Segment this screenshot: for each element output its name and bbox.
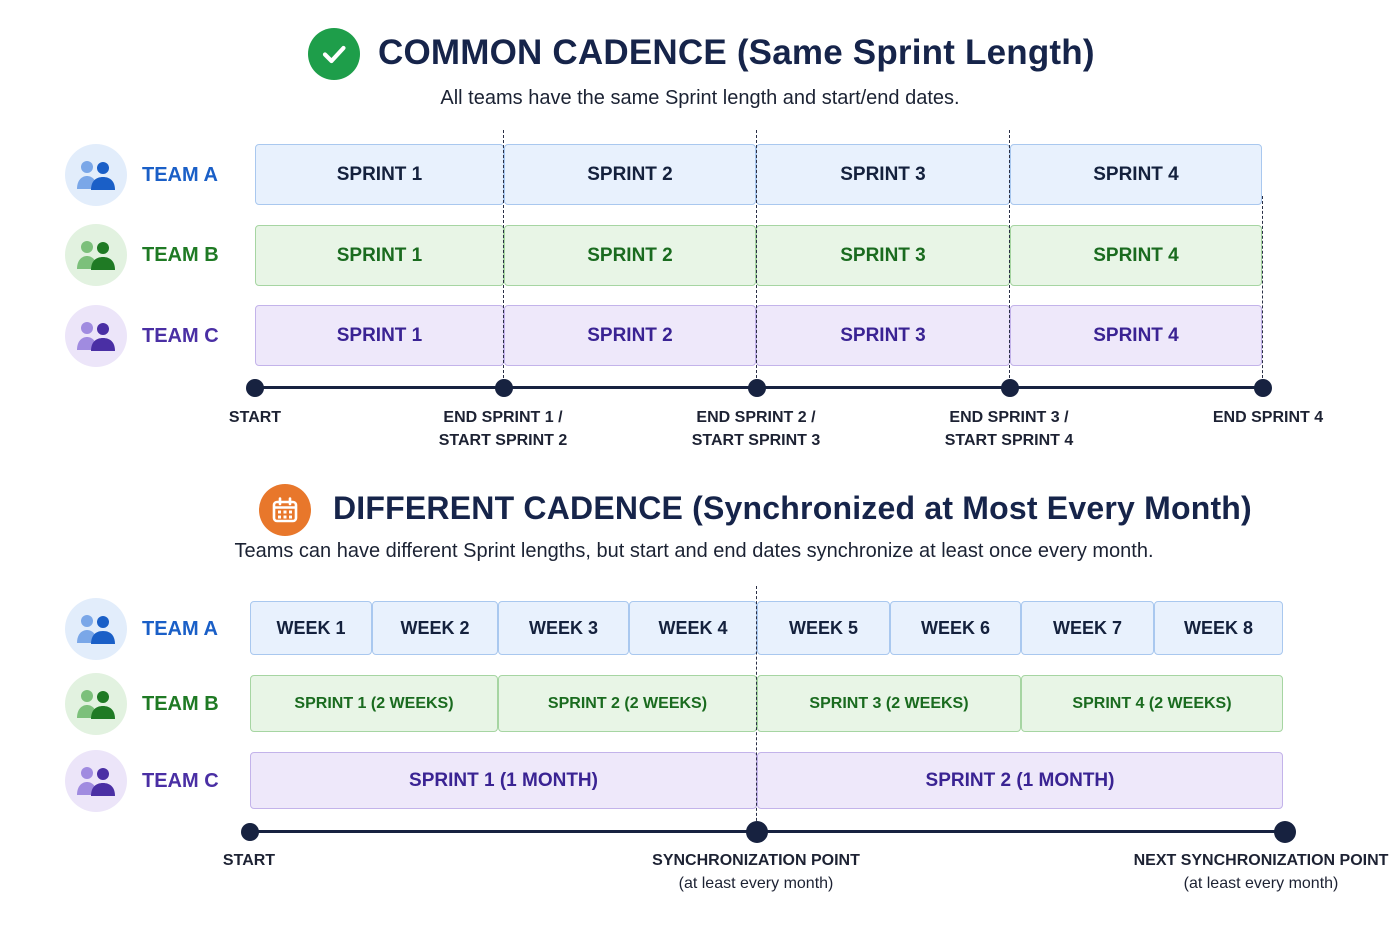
sprint-boundary-line [756, 130, 757, 388]
timeline-label-next-sync-point: NEXT SYNCHRONIZATION POINT (at least eve… [1133, 852, 1389, 892]
team-b-sprint-3: SPRINT 3 (2 WEEKS) [757, 675, 1021, 732]
team-b-label: TEAM B [142, 244, 219, 266]
timeline-point [748, 379, 766, 397]
team-icon [77, 241, 115, 270]
sprint-boundary-line [503, 130, 504, 388]
team-a-week-2: WEEK 2 [372, 601, 498, 655]
team-a-week-6: WEEK 6 [890, 601, 1021, 655]
team-a-sprint-3: SPRINT 3 [756, 144, 1010, 205]
team-b-label: TEAM B [142, 693, 219, 715]
timeline-point [246, 379, 264, 397]
different-cadence-subtitle: Teams can have different Sprint lengths,… [234, 540, 1154, 562]
team-c-sprint-4: SPRINT 4 [1010, 305, 1262, 366]
timeline-point [1001, 379, 1019, 397]
team-b-sprint-2: SPRINT 2 [504, 225, 756, 286]
common-cadence-title: COMMON CADENCE (Same Sprint Length) [378, 33, 1095, 72]
team-a-avatar [65, 144, 127, 206]
team-c-label: TEAM C [142, 325, 219, 347]
team-c-sprint-2: SPRINT 2 (1 MONTH) [757, 752, 1283, 809]
team-b-sprint-2: SPRINT 2 (2 WEEKS) [498, 675, 757, 732]
sprint-boundary-line [1262, 196, 1263, 388]
team-a-sprint-1: SPRINT 1 [255, 144, 504, 205]
team-a-label: TEAM A [142, 164, 218, 186]
team-c-avatar [65, 750, 127, 812]
team-a-week-4: WEEK 4 [629, 601, 757, 655]
check-circle-icon [308, 28, 360, 80]
timeline-point [495, 379, 513, 397]
common-cadence-subtitle: All teams have the same Sprint length an… [440, 87, 960, 109]
team-b-sprint-1: SPRINT 1 (2 WEEKS) [250, 675, 498, 732]
timeline-label-end-sprint-4: END SPRINT 4 [1212, 409, 1324, 426]
team-a-week-1: WEEK 1 [250, 601, 372, 655]
team-c-avatar [65, 305, 127, 367]
team-icon [77, 690, 115, 719]
timeline-label-start: START [222, 852, 276, 869]
team-b-sprint-3: SPRINT 3 [756, 225, 1010, 286]
team-c-sprint-1: SPRINT 1 (1 MONTH) [250, 752, 757, 809]
team-icon [77, 615, 115, 644]
team-a-sprint-4: SPRINT 4 [1010, 144, 1262, 205]
timeline-label-end-sprint-1: END SPRINT 1 /START SPRINT 2 [438, 409, 568, 449]
timeline-label-end-sprint-3: END SPRINT 3 /START SPRINT 4 [944, 409, 1074, 449]
timeline-label-sync-point: SYNCHRONIZATION POINT (at least every mo… [652, 852, 860, 892]
team-b-sprint-1: SPRINT 1 [255, 225, 504, 286]
team-icon [77, 161, 115, 190]
team-icon [77, 322, 115, 351]
team-b-sprint-4: SPRINT 4 (2 WEEKS) [1021, 675, 1283, 732]
team-a-avatar [65, 598, 127, 660]
team-c-sprint-2: SPRINT 2 [504, 305, 756, 366]
timeline-point [1254, 379, 1272, 397]
team-a-week-5: WEEK 5 [757, 601, 890, 655]
timeline-point [1274, 821, 1296, 843]
team-c-sprint-1: SPRINT 1 [255, 305, 504, 366]
timeline-point [746, 821, 768, 843]
team-icon [77, 767, 115, 796]
calendar-icon [259, 484, 311, 536]
team-b-avatar [65, 673, 127, 735]
timeline-label-start: START [228, 409, 282, 426]
timeline-point [241, 823, 259, 841]
team-a-week-3: WEEK 3 [498, 601, 629, 655]
team-a-week-8: WEEK 8 [1154, 601, 1283, 655]
team-b-sprint-4: SPRINT 4 [1010, 225, 1262, 286]
team-a-label: TEAM A [142, 618, 218, 640]
team-b-avatar [65, 224, 127, 286]
different-cadence-title: DIFFERENT CADENCE (Synchronized at Most … [333, 490, 1252, 526]
timeline-label-end-sprint-2: END SPRINT 2 /START SPRINT 3 [691, 409, 821, 449]
team-a-sprint-2: SPRINT 2 [504, 144, 756, 205]
sprint-boundary-line [1009, 130, 1010, 388]
team-a-week-7: WEEK 7 [1021, 601, 1154, 655]
team-c-sprint-3: SPRINT 3 [756, 305, 1010, 366]
team-c-label: TEAM C [142, 770, 219, 792]
sync-boundary-line [756, 586, 757, 831]
